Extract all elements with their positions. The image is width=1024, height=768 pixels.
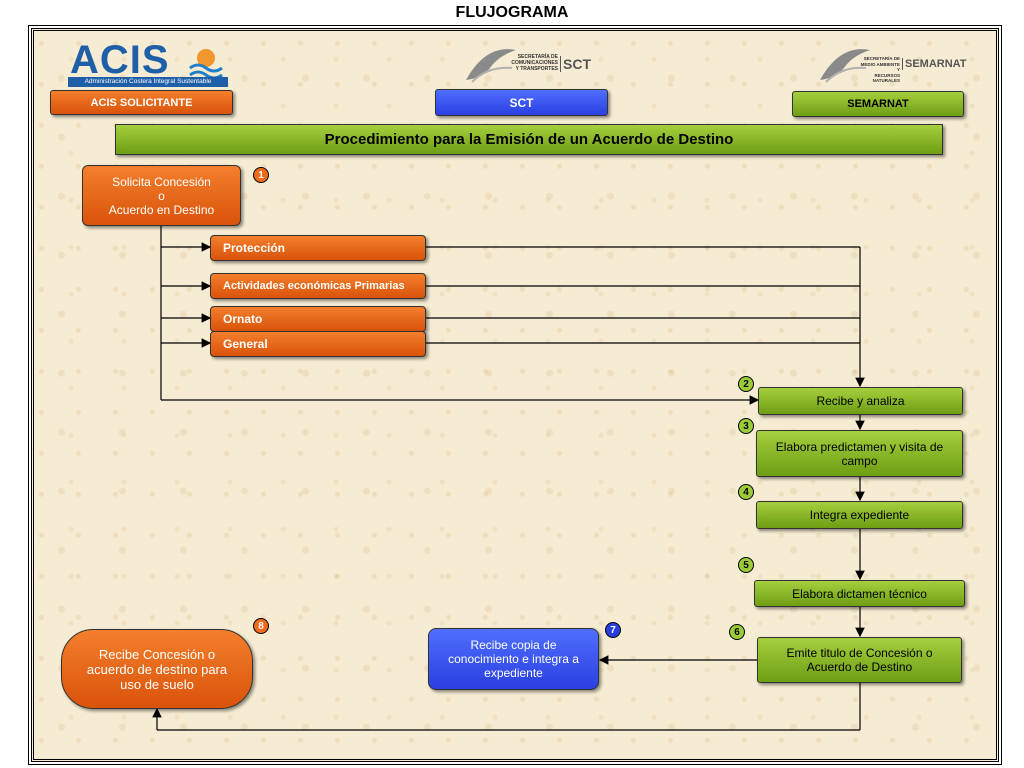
- step-3-badge: 3: [738, 418, 754, 434]
- acis-solicitante-header: ACIS SOLICITANTE: [50, 90, 233, 115]
- solicita-line: Acuerdo en Destino: [108, 202, 215, 217]
- sct-logo-mark: SCT: [560, 56, 591, 72]
- semarnat-logo-line: SECRETARÍA DE: [863, 56, 900, 61]
- step-5-badge: 5: [738, 557, 754, 573]
- solicita-concesion-node: Solicita Concesión o Acuerdo en Destino: [82, 165, 241, 226]
- step-4-badge: 4: [738, 484, 754, 500]
- eagle-emblem-icon: [820, 49, 870, 83]
- eagle-emblem-icon: [466, 49, 516, 83]
- integra-expediente-node: Integra expediente: [756, 501, 963, 529]
- sct-logo: SECRETARÍA DE COMUNICACIONES Y TRANSPORT…: [462, 42, 591, 86]
- predictamen-node: Elabora predictamen y visita de campo: [756, 430, 963, 477]
- sct-header: SCT: [435, 89, 608, 116]
- emite-titulo-node: Emite titulo de Concesión o Acuerdo de D…: [757, 637, 962, 683]
- ornato-option: Ornato: [210, 306, 426, 332]
- sct-logo-line: Y TRANSPORTES: [515, 66, 558, 72]
- step-6-badge: 6: [729, 624, 745, 640]
- procedure-banner: Procedimiento para la Emisión de un Acue…: [115, 124, 943, 155]
- acis-logo-word: ACIS: [70, 38, 170, 82]
- semarnat-logo: SECRETARÍA DE MEDIO AMBIENTE Y RECURSOS …: [816, 42, 967, 86]
- step-8-badge: 8: [253, 618, 269, 634]
- actividades-primarias-option: Actividades económicas Primarias: [210, 273, 426, 299]
- semarnat-logo-mark: SEMARNAT: [902, 58, 967, 70]
- step-7-badge: 7: [605, 622, 621, 638]
- sct-logo-line: COMUNICACIONES: [511, 60, 558, 66]
- acis-logo-subtitle: Administración Costera Integral Sustenta…: [68, 77, 228, 87]
- proteccion-option: Protección: [210, 235, 426, 261]
- dictamen-tecnico-node: Elabora dictamen técnico: [754, 580, 965, 607]
- page-title: FLUJOGRAMA: [455, 4, 569, 21]
- semarnat-header: SEMARNAT: [792, 91, 964, 117]
- solicita-line: Solicita Concesión: [112, 174, 211, 189]
- general-option: General: [210, 331, 426, 357]
- step-2-badge: 2: [738, 376, 754, 392]
- recibe-copia-node: Recibe copia de conocimiento e integra a…: [428, 628, 599, 690]
- step-1-badge: 1: [253, 167, 269, 183]
- semarnat-logo-line: RECURSOS NATURALES: [872, 72, 900, 84]
- sct-logo-line: SECRETARÍA DE: [517, 54, 558, 60]
- semarnat-logo-line: MEDIO AMBIENTE Y: [860, 61, 900, 73]
- recibe-concesion-node: Recibe Concesión o acuerdo de destino pa…: [61, 629, 253, 709]
- solicita-line: o: [158, 188, 165, 203]
- recibe-analiza-node: Recibe y analiza: [758, 387, 963, 415]
- acis-logo: ACIS Administración Costera Integral Sus…: [68, 38, 228, 88]
